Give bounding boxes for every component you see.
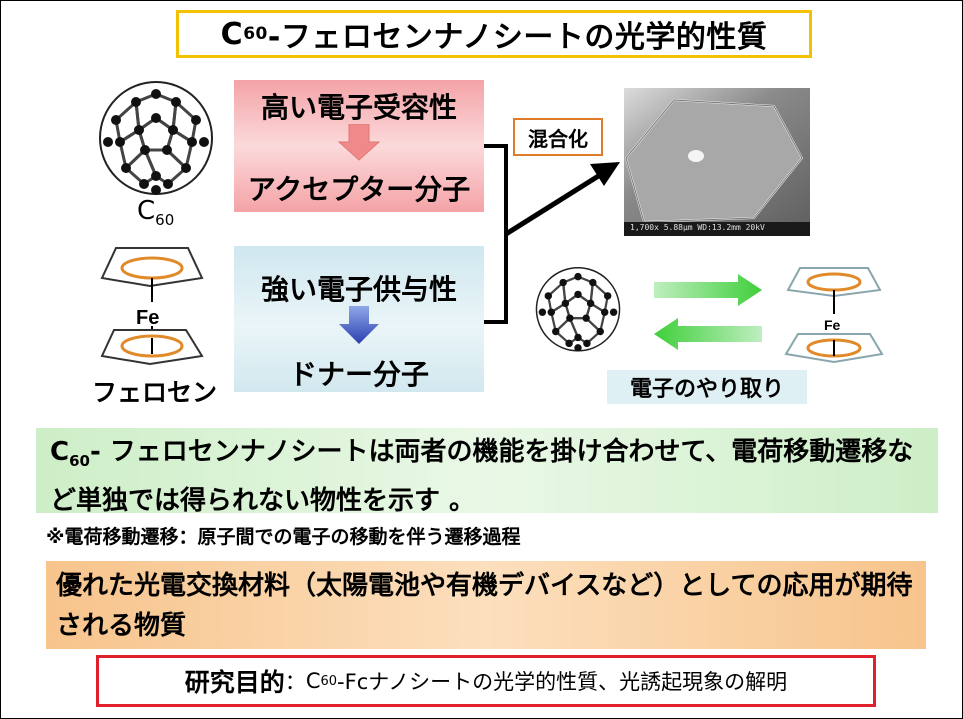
pink-down-arrow-icon [337, 124, 381, 161]
electron-exchange-arrows-icon [654, 274, 762, 350]
sem-image [624, 88, 810, 236]
nanosheet-image [624, 98, 810, 236]
sem-caption: 1,700x 5.88μm WD:13.2mm 20kV [630, 223, 765, 232]
c60-label: C60 [137, 196, 175, 230]
footnote: ※電荷移動遷移：原子間での電子の移動を伴う遷移過程 [46, 526, 521, 548]
acceptor-molecule: アクセプター分子 [247, 173, 471, 206]
donor-molecule: ドナー分子 [288, 358, 429, 391]
research-purpose-label: 研究目的 [184, 668, 285, 697]
application-text: 優れた光電交換材料（太陽電池や有機デバイスなど）としての応用が期待される物質 [56, 571, 913, 641]
acceptor-property: 高い電子受容性 [260, 91, 457, 124]
title-subscript: 60 [243, 24, 268, 44]
title-prefix: C [220, 16, 244, 52]
mixing-label: 混合化 [513, 118, 603, 156]
ferrocene-molecule-icon: Fe [100, 247, 204, 366]
title-text: -フェロセンナノシートの光学的性質 [267, 20, 768, 55]
summary-text: C60- フェロセンナノシートは両者の機能を掛け合わせて、電荷移動遷移など単独で… [50, 437, 914, 517]
application-box [46, 561, 926, 649]
donor-property: 強い電子供与性 [260, 273, 457, 306]
fe-small-label: Fe [824, 317, 841, 333]
electron-exchange-label: 電子のやり取り [607, 370, 807, 404]
c60-molecule-icon [99, 81, 213, 195]
research-purpose-text: -Fcナノシートの光学的性質、光誘起現象の解明 [337, 670, 788, 694]
ferrocene-small-icon: Fe [784, 267, 884, 364]
ferrocene-label: フェロセン [92, 378, 218, 407]
fe-label: Fe [136, 307, 159, 329]
blue-down-arrow-icon [339, 306, 379, 344]
summary-box [36, 428, 938, 513]
c60-small-icon [535, 266, 621, 352]
mixing-connector [484, 144, 620, 324]
